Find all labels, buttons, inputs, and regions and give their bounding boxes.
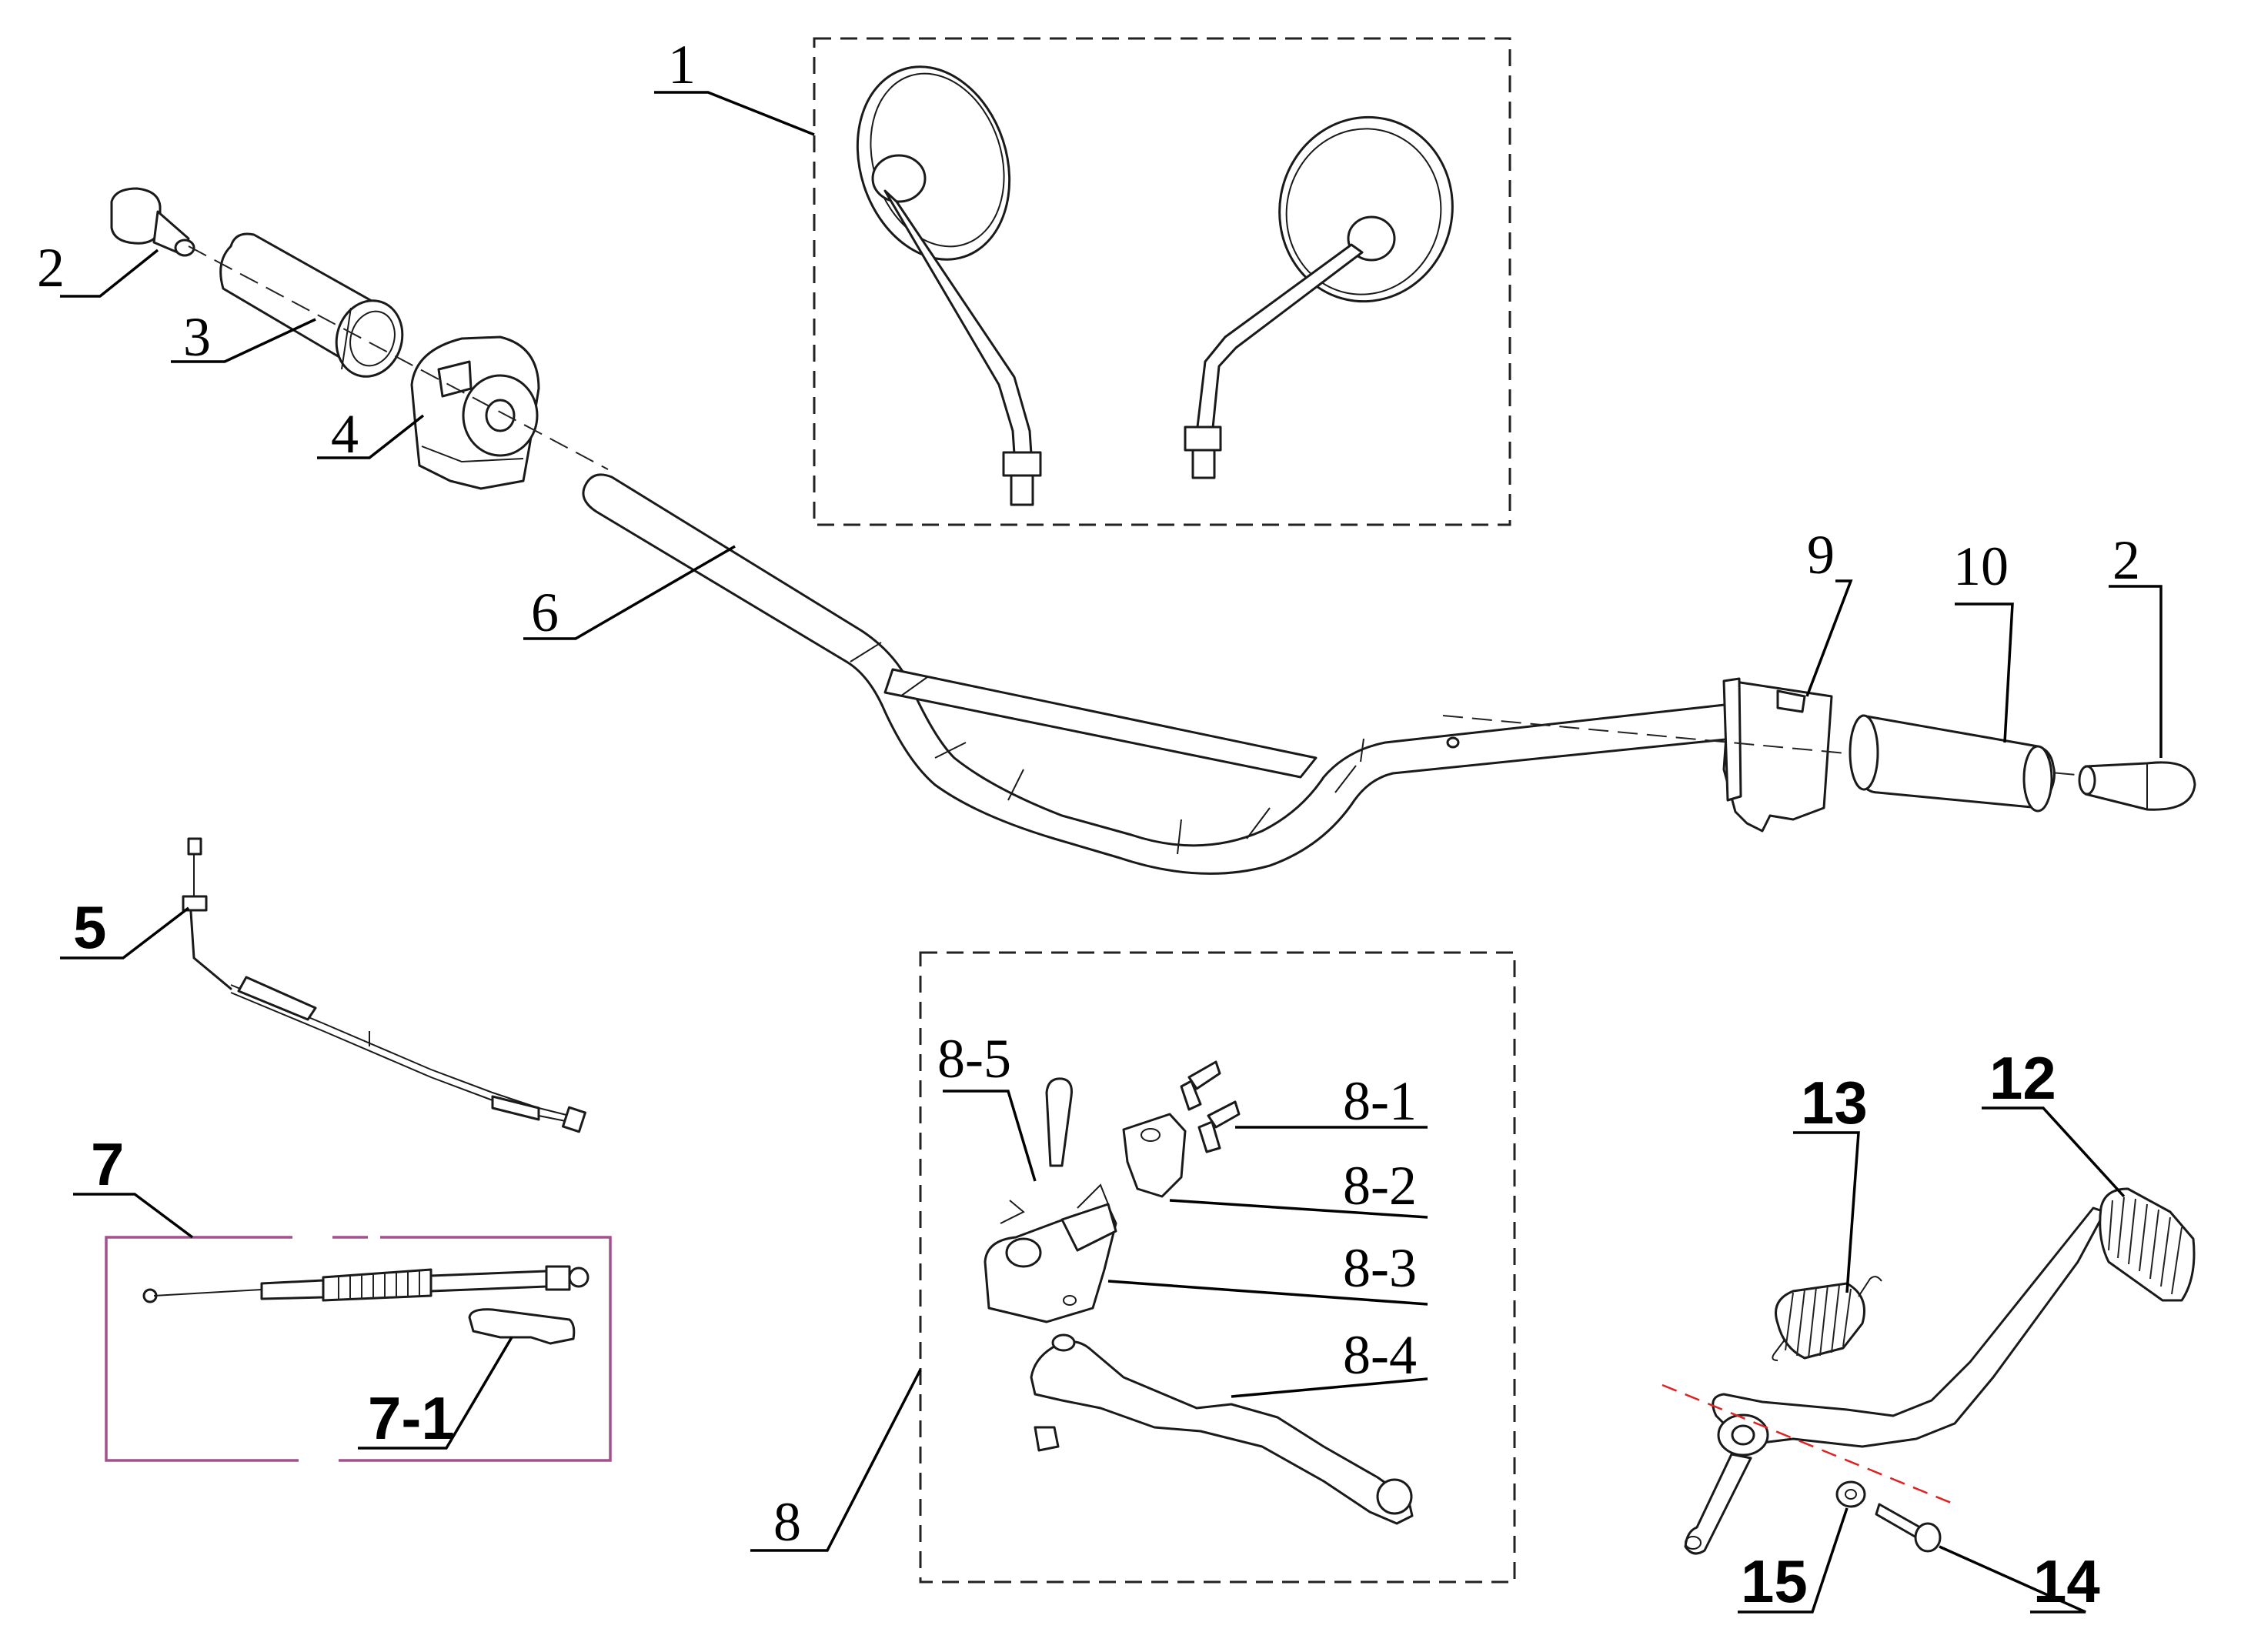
leader-5 [60,906,190,959]
label-7-1: 7-1 [368,1384,455,1452]
label-1: 1 [668,34,696,95]
leader-2-right [2109,585,2162,758]
label-8: 8 [773,1491,801,1553]
throttle-cable [182,837,586,1133]
right-assembly-axis [1442,715,2102,778]
label-8-4: 8-4 [1343,1324,1417,1386]
leader-10 [1955,602,2014,743]
throttle-grip [219,232,404,378]
mirror-set-group [813,37,1511,526]
leader-7 [73,1193,194,1239]
leader-8-4 [1231,1377,1428,1398]
cable-boot [468,1308,576,1345]
end-cap-right [2078,761,2196,811]
switch-8-5 [1045,1077,1073,1167]
label-12: 12 [1989,1044,2056,1112]
leader-15 [1738,1507,1849,1614]
handlebar [582,473,1735,875]
leader-14 [1939,1545,2086,1614]
label-3: 3 [183,306,211,368]
clutch-lever-frame [919,951,1516,1584]
label-8-3: 8-3 [1343,1237,1417,1299]
switch-housing [1722,677,1833,833]
clutch-lever-assembly [919,951,1516,1584]
leader-12 [1982,1106,2126,1198]
leader-8 [750,1369,922,1552]
label-2-right: 2 [2112,529,2140,591]
left-grip [1849,714,2056,813]
left-mirror [856,65,1042,506]
clutch-cable-set [105,1230,612,1468]
bolt-14 [1875,1503,1942,1553]
leader-13 [1793,1131,1860,1293]
label-5: 5 [73,893,106,961]
label-7: 7 [91,1130,124,1198]
frame-gap-1 [292,1230,332,1245]
leader-8-2 [1169,1199,1428,1219]
bolt-8-1-upper [1187,1060,1221,1090]
washer-15 [1835,1480,1866,1508]
label-8-5: 8-5 [937,1028,1011,1090]
leader-8-3 [1107,1280,1428,1306]
mirror-set-frame [813,37,1511,526]
label-2-left: 2 [37,237,65,299]
label-6: 6 [531,582,559,643]
label-13: 13 [1801,1069,1868,1136]
leader-2-left [60,249,159,298]
label-8-1: 8-1 [1343,1070,1417,1132]
clutch-cable-frame [105,1236,612,1462]
clamp-8-2 [1122,1113,1187,1198]
label-8-2: 8-2 [1343,1155,1417,1216]
label-4: 4 [331,403,359,465]
label-9: 9 [1807,524,1835,586]
spring [1772,1276,1882,1361]
leader-9 [1805,579,1853,697]
leader-6 [523,545,736,640]
lever-8-4 [1030,1340,1414,1525]
kick-lever-axis [1662,1383,1955,1506]
leader-4 [317,414,425,459]
leader-7-1 [358,1337,513,1450]
label-15: 15 [1741,1547,1808,1615]
leader-3 [171,318,316,363]
leader-8-5 [943,1090,1037,1182]
left-assembly-axis [188,245,609,470]
throttle-housing [410,335,540,490]
kick-lever [1684,1187,2196,1555]
label-10: 10 [1953,536,2009,597]
frame-gap-3 [299,1453,339,1468]
frame-gap-2 [368,1230,380,1245]
leader-1 [654,91,815,136]
label-14: 14 [2033,1547,2100,1615]
end-cap-left [110,187,195,257]
right-mirror [1184,115,1454,479]
